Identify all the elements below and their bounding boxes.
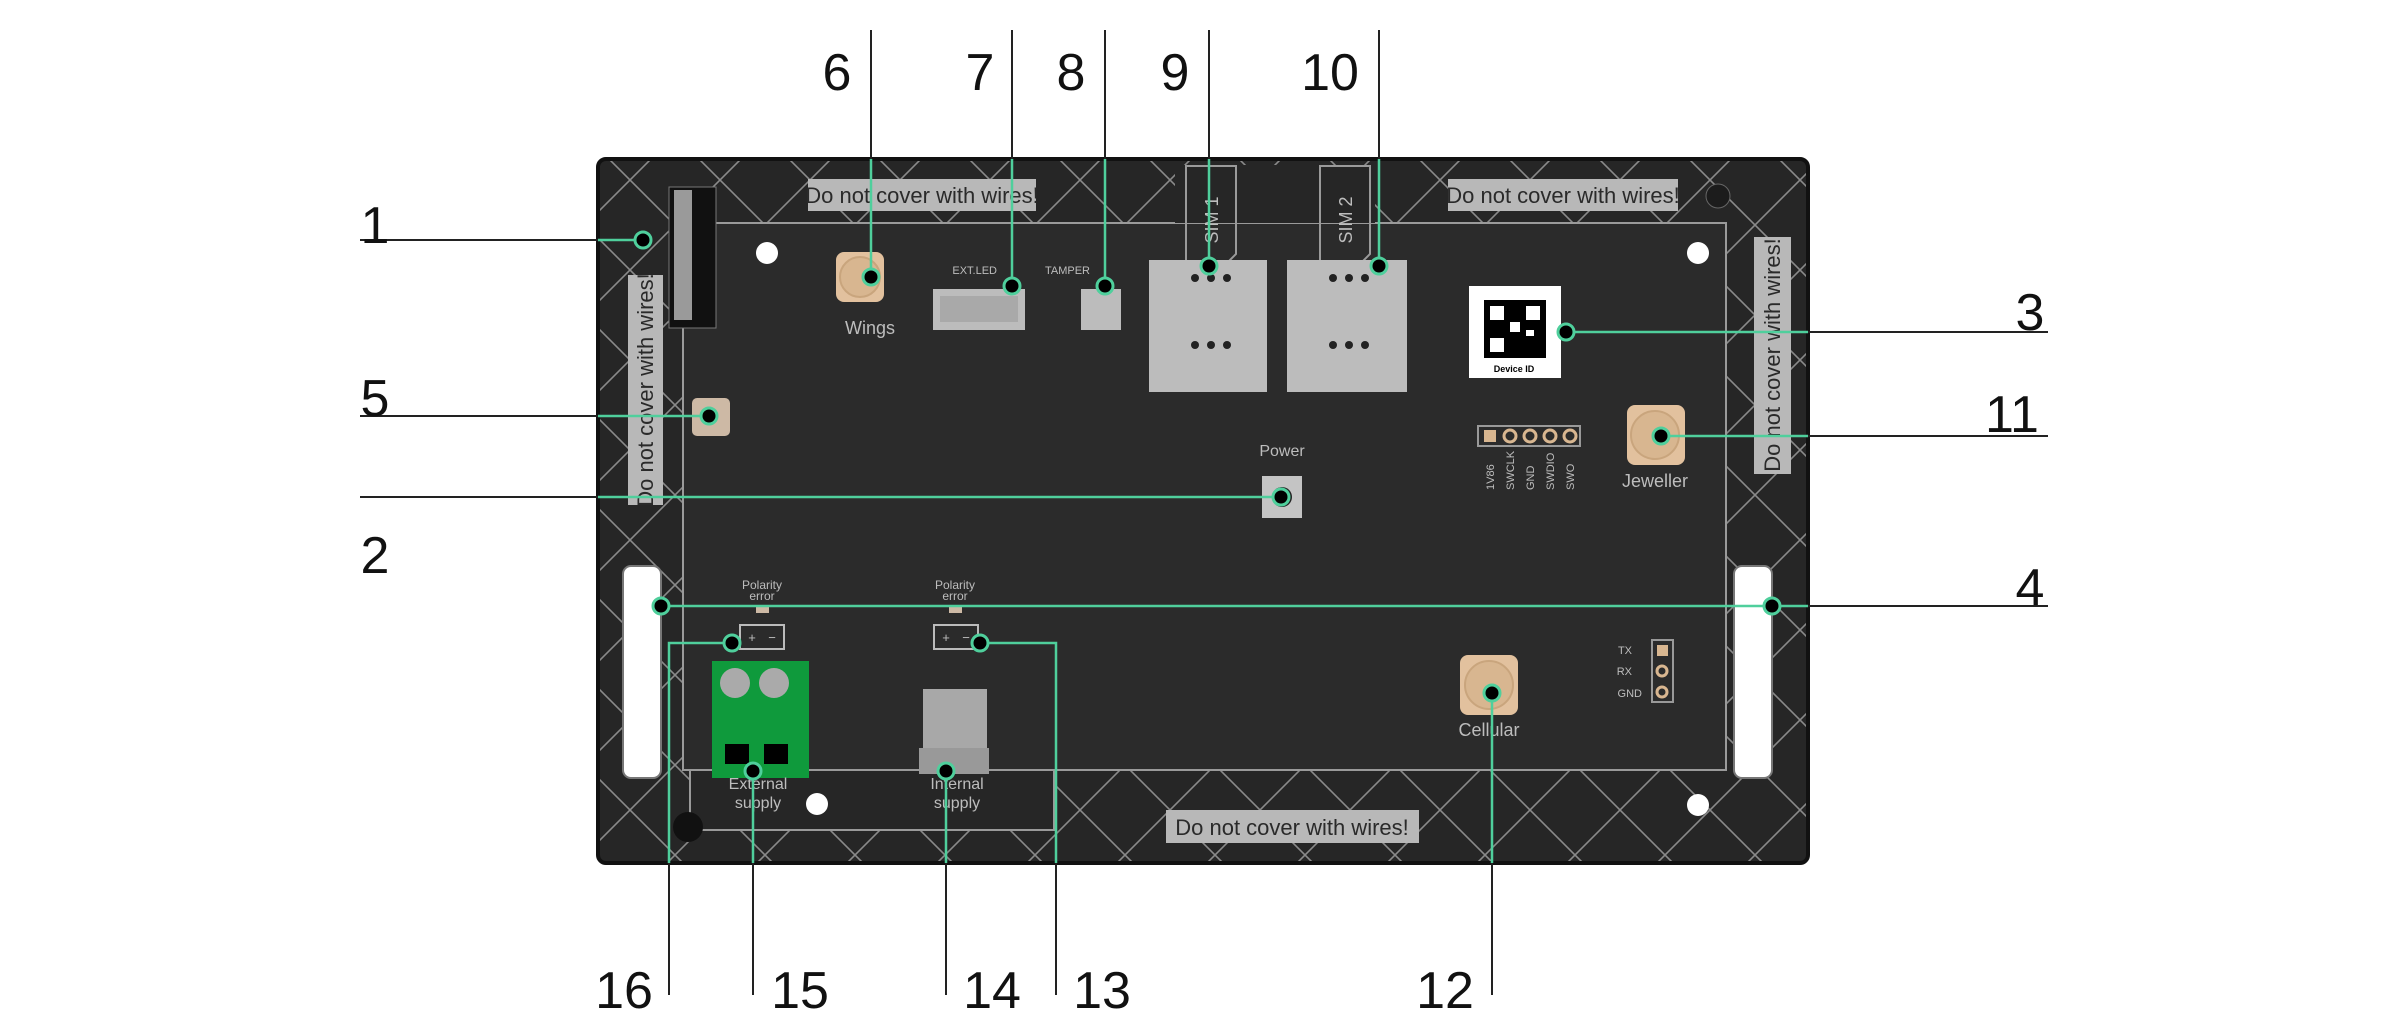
svg-text:EXT.LED: EXT.LED (952, 265, 997, 277)
svg-text:SIM 2: SIM 2 (1336, 196, 1356, 243)
warning-label-top-right: Do not cover with wires! (1446, 179, 1680, 211)
callout-dot-5 (699, 406, 719, 426)
svg-text:Cellular: Cellular (1458, 720, 1519, 740)
svg-text:Jeweller: Jeweller (1622, 471, 1688, 491)
svg-text:−: − (962, 630, 970, 645)
callout-dot-15 (743, 761, 763, 781)
callout-number-7: 7 (966, 44, 995, 102)
callout-dot-9 (1199, 256, 1219, 276)
swd-debug-header: 1V86 SWCLK GND SWDIO SWO (1477, 425, 1581, 491)
svg-text:error: error (942, 589, 967, 603)
svg-text:Do not cover with wires!: Do not cover with wires! (1446, 183, 1680, 208)
warning-label-right: Do not cover with wires! (1754, 237, 1791, 474)
svg-text:GND: GND (1618, 688, 1643, 700)
callout-number-12: 12 (1416, 962, 1474, 1020)
svg-text:Device ID: Device ID (1494, 364, 1535, 374)
polarity-error-led-internal: Polarity error + − (933, 578, 979, 650)
svg-text:Polarity: Polarity (742, 578, 782, 592)
warning-label-top-left: Do not cover with wires! (805, 179, 1039, 211)
callout-number-13: 13 (1073, 962, 1131, 1020)
callout-number-3: 3 (2016, 284, 2045, 342)
svg-text:SIM 1: SIM 1 (1202, 196, 1222, 243)
svg-text:supply: supply (735, 795, 781, 812)
svg-text:error: error (749, 589, 774, 603)
callout-dot-12 (1482, 683, 1502, 703)
cable-slot-left (622, 565, 662, 779)
pcb-lower-area (689, 769, 1055, 831)
callout-number-9: 9 (1161, 44, 1190, 102)
cable-slot-right (1733, 565, 1773, 779)
jeweller-antenna-connector: Jeweller (1622, 405, 1688, 491)
callout-number-4: 4 (2016, 559, 2045, 617)
svg-text:Do not cover with wires!: Do not cover with wires! (1760, 238, 1785, 472)
svg-text:Polarity: Polarity (935, 578, 975, 592)
callout-number-6: 6 (823, 44, 852, 102)
callout-dot-7 (1002, 276, 1022, 296)
svg-text:+: + (748, 630, 756, 645)
callout-number-10: 10 (1301, 44, 1359, 102)
callout-number-15: 15 (771, 962, 829, 1020)
callout-number-5: 5 (361, 370, 390, 428)
callout-number-14: 14 (963, 962, 1021, 1020)
callout-dot-4 (651, 596, 671, 616)
svg-text:+: + (942, 630, 950, 645)
callout-number-16: 16 (595, 962, 653, 1020)
svg-text:SWCLK: SWCLK (1505, 450, 1517, 490)
callout-dot-6 (861, 267, 881, 287)
callout-number-1: 1 (361, 197, 390, 255)
svg-text:−: − (768, 630, 776, 645)
svg-text:RX: RX (1617, 666, 1633, 678)
callout-number-8: 8 (1057, 44, 1086, 102)
svg-text:Do not cover with wires!: Do not cover with wires! (633, 273, 658, 507)
mounting-hole (806, 793, 828, 815)
warning-label-bottom: Do not cover with wires! (1166, 810, 1419, 843)
callout-dot-1 (633, 230, 653, 250)
svg-text:Internal: Internal (930, 776, 983, 793)
callout-dot-4 (1762, 596, 1782, 616)
svg-text:SWO: SWO (1565, 463, 1577, 490)
device-id-qr-code: Device ID (1469, 286, 1561, 378)
callout-line-16 (667, 641, 732, 863)
svg-text:TX: TX (1618, 645, 1633, 657)
svg-text:supply: supply (934, 795, 980, 812)
svg-text:External: External (729, 776, 788, 793)
callout-lines (360, 30, 2048, 995)
svg-text:Power: Power (1259, 443, 1305, 460)
callout-line-13 (980, 641, 1058, 863)
callout-number-2: 2 (361, 527, 390, 585)
warning-label-left: Do not cover with wires! (628, 273, 663, 507)
mounting-hole (1687, 794, 1709, 816)
polarity-error-led-external: Polarity error + − (739, 578, 785, 650)
callout-dot-13 (970, 633, 990, 653)
svg-text:Do not cover with wires!: Do not cover with wires! (1175, 815, 1409, 840)
svg-text:Do not cover with wires!: Do not cover with wires! (805, 183, 1039, 208)
mounting-hole (756, 242, 778, 264)
svg-text:Wings: Wings (845, 318, 895, 338)
callout-dot-14 (936, 761, 956, 781)
tamper-connector: TAMPER (1045, 265, 1121, 330)
sim2-slot (1287, 260, 1407, 392)
svg-text:SWDIO: SWDIO (1545, 452, 1557, 490)
callout-number-11: 11 (1985, 386, 2039, 444)
mounting-hole (1687, 242, 1709, 264)
external-supply-terminal-block: External supply (712, 661, 809, 812)
svg-text:1V86: 1V86 (1485, 464, 1497, 490)
callout-dot-11 (1651, 426, 1671, 446)
callout-dot-8 (1095, 276, 1115, 296)
mounting-hole (673, 812, 703, 842)
callout-dot-3 (1556, 322, 1576, 342)
callout-dot-16 (722, 633, 742, 653)
callout-dot-10 (1369, 256, 1389, 276)
svg-text:GND: GND (1525, 466, 1537, 491)
uart-header: TX RX GND (1617, 639, 1674, 703)
ext-led-connector: EXT.LED (933, 265, 1025, 330)
svg-text:TAMPER: TAMPER (1045, 265, 1090, 277)
callout-dot-2 (1271, 487, 1291, 507)
power-button: Power (1259, 443, 1305, 518)
sim1-slot (1149, 260, 1267, 392)
